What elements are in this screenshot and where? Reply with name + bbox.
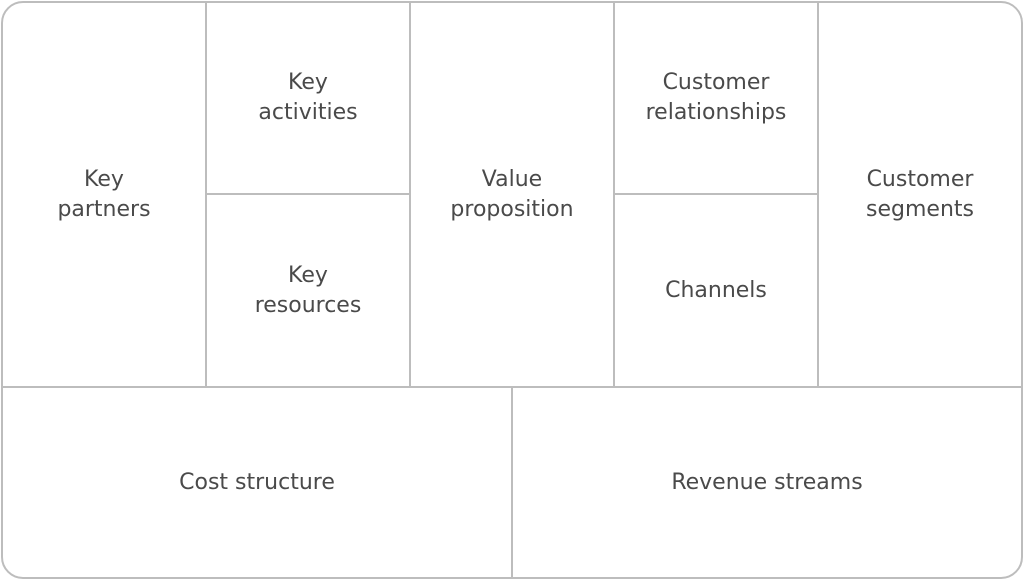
cell-cost-structure: Cost structure — [3, 388, 511, 577]
divider-relationships-channels — [615, 193, 817, 195]
label-key-activities: Key activities — [258, 70, 358, 125]
cell-value-proposition: Value proposition — [411, 3, 613, 386]
divider-vertical-3 — [613, 3, 615, 386]
divider-cost-revenue — [511, 388, 513, 577]
label-cost-structure: Cost structure — [179, 469, 335, 495]
cell-key-resources: Key resources — [207, 195, 409, 386]
label-revenue-streams: Revenue streams — [671, 469, 863, 495]
cell-channels: Channels — [615, 195, 817, 386]
divider-bottom-section — [3, 386, 1021, 388]
label-key-partners: Key partners — [57, 166, 151, 222]
cell-revenue-streams: Revenue streams — [513, 388, 1021, 577]
cell-key-partners: Key partners — [3, 3, 205, 386]
divider-activities-resources — [207, 193, 409, 195]
cell-customer-segments: Customer segments — [819, 3, 1021, 386]
label-key-resources: Key resources — [254, 262, 362, 318]
divider-vertical-4 — [817, 3, 819, 386]
cell-customer-relationships: Customer relationships — [615, 3, 817, 193]
label-channels: Channels — [665, 277, 767, 303]
label-customer-segments: Customer segments — [866, 166, 974, 222]
divider-vertical-1 — [205, 3, 207, 386]
label-customer-relationships: Customer relationships — [645, 70, 787, 125]
cell-key-activities: Key activities — [207, 3, 409, 193]
label-value-proposition: Value proposition — [450, 166, 574, 222]
divider-vertical-2 — [409, 3, 411, 386]
